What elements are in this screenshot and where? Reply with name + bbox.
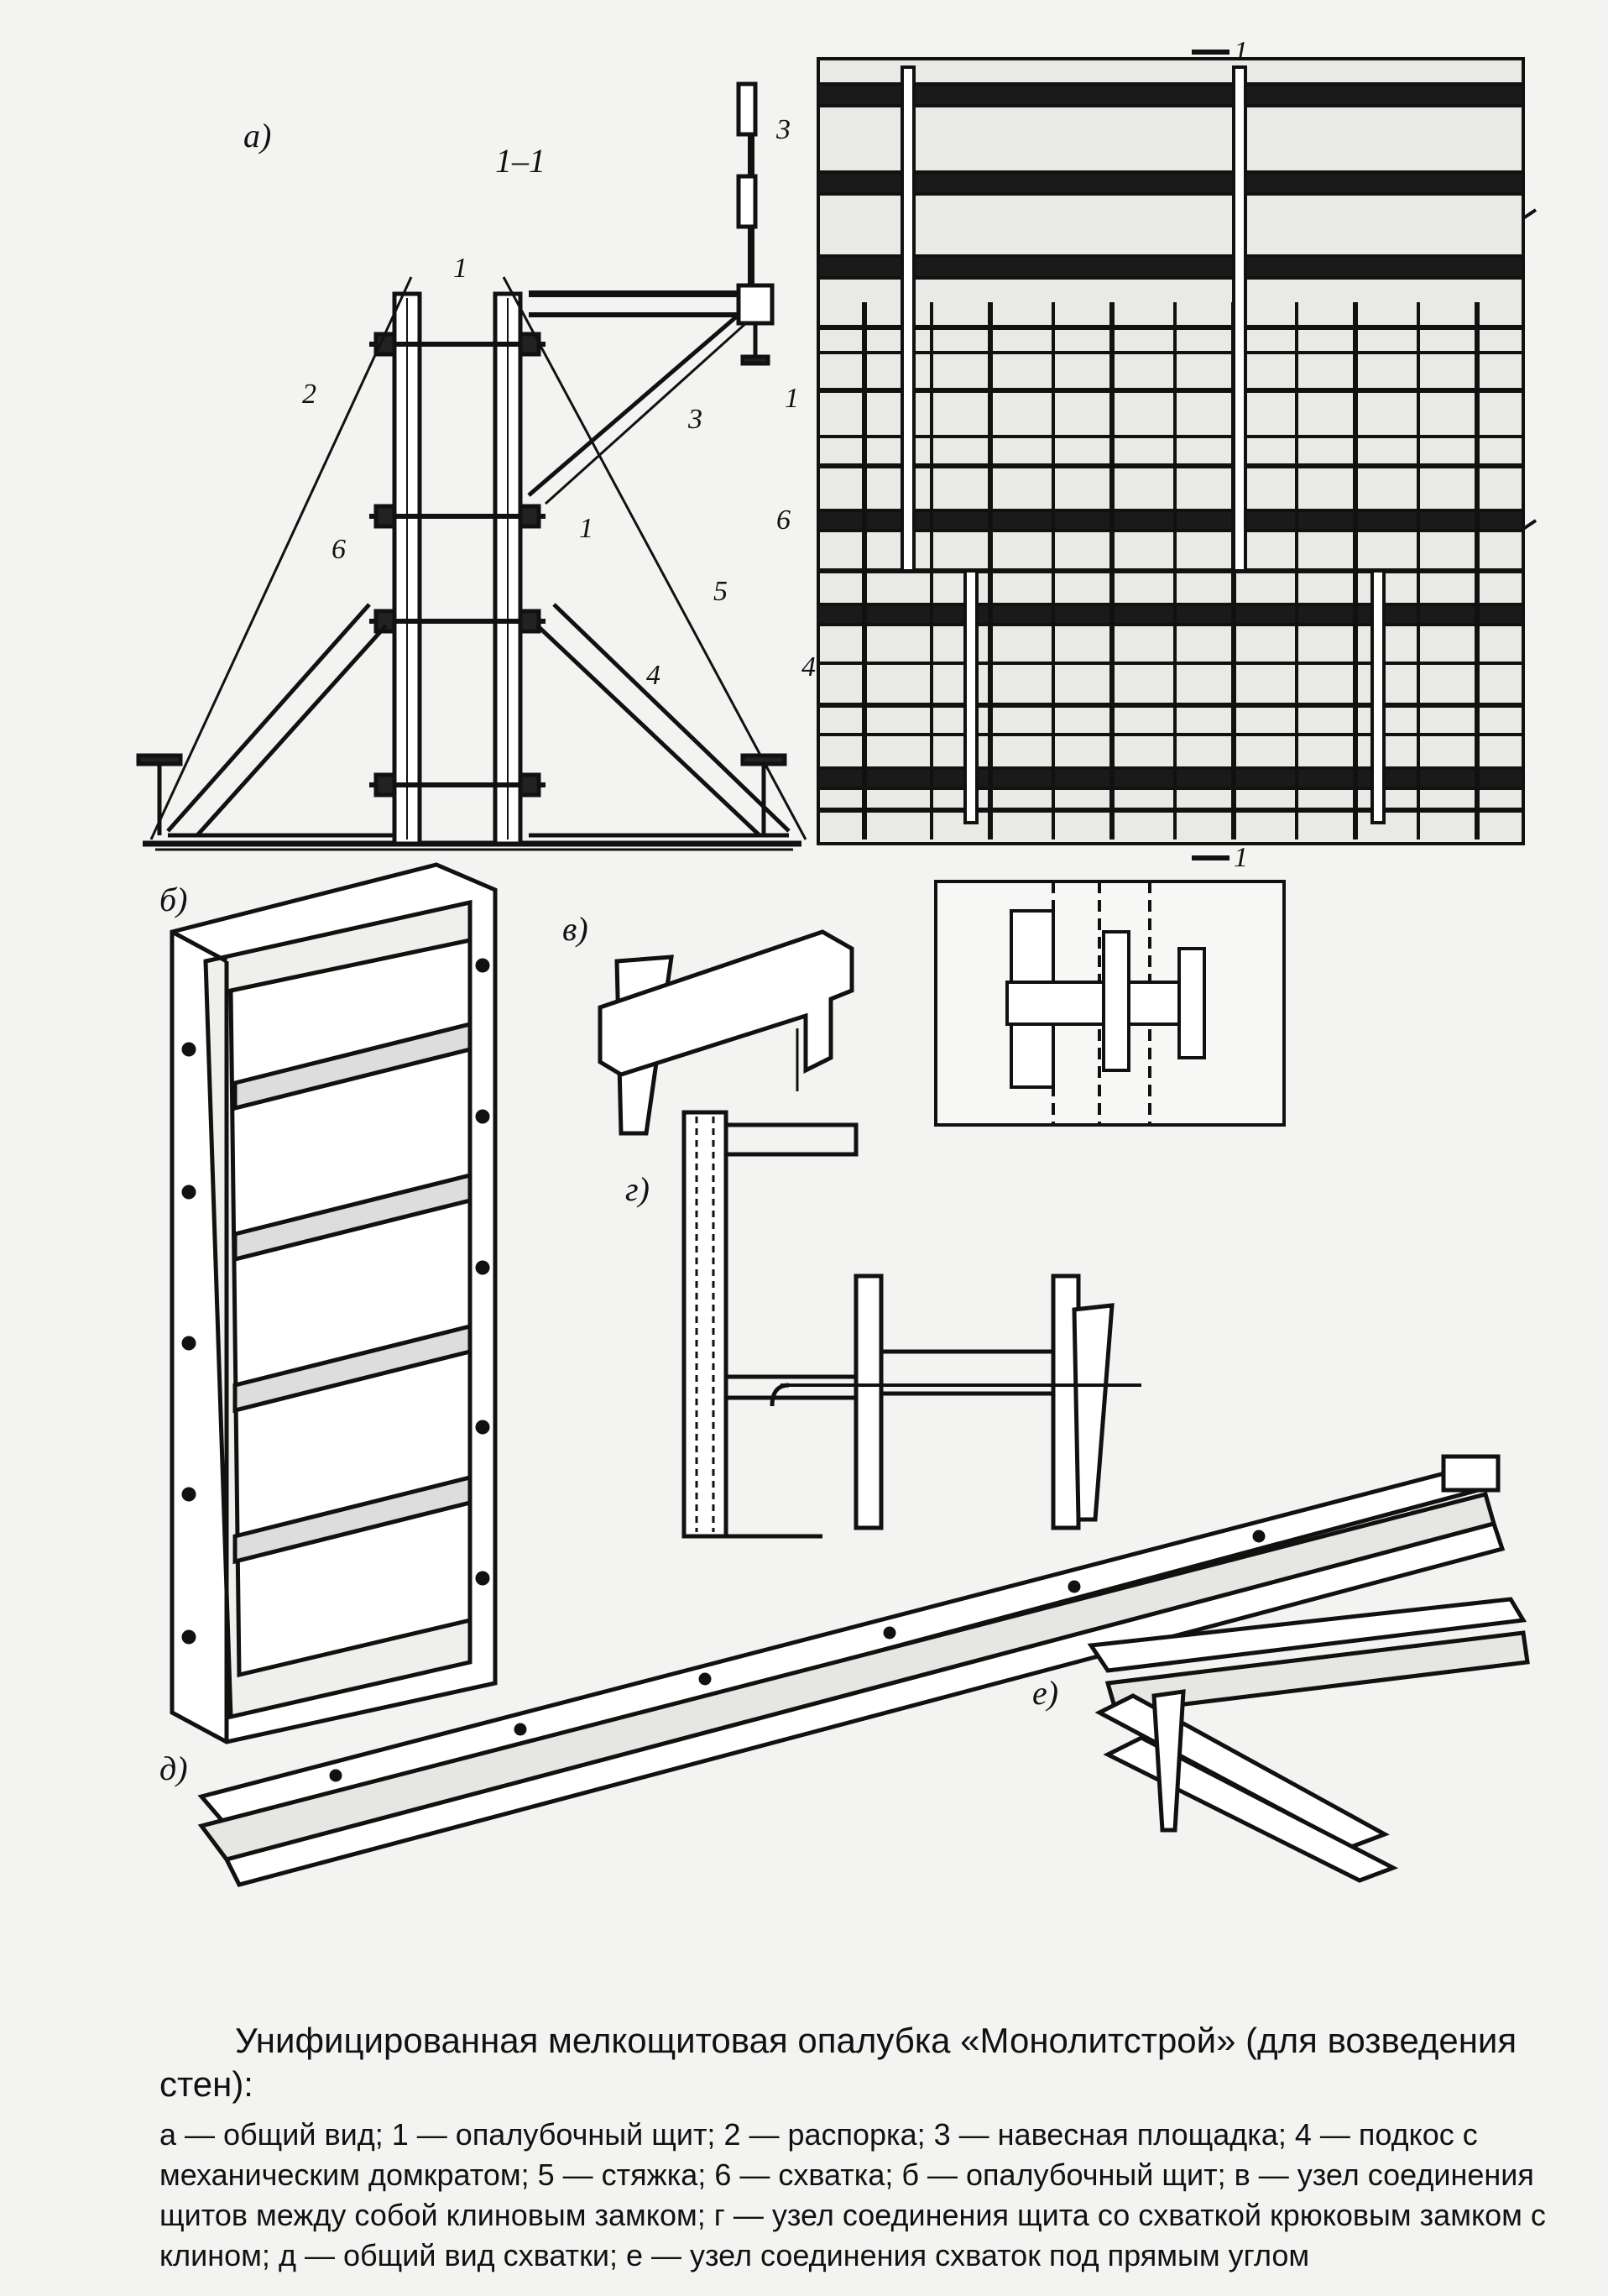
callout-1: 1 bbox=[453, 253, 467, 284]
waler-view bbox=[197, 1454, 1506, 1887]
label-b: б) bbox=[159, 881, 187, 918]
callout-3: 3 bbox=[687, 404, 702, 435]
label-a: а) bbox=[243, 117, 271, 154]
legend-item: 6 — схватка; bbox=[714, 2157, 894, 2192]
legend-item: 1 — опалубочный щит; bbox=[391, 2117, 716, 2152]
label-e: е) bbox=[1032, 1674, 1058, 1712]
callout-2: 2 bbox=[302, 379, 316, 410]
legend-item: 2 — распорка; bbox=[723, 2117, 926, 2152]
legend-item: в — узел соединения щитов между собой кл… bbox=[159, 2157, 1534, 2232]
legend-item: е — узел соединения схваток под прямым у… bbox=[626, 2238, 1310, 2272]
section-mark-top: 1 bbox=[1234, 36, 1248, 67]
legend-item: д — общий вид схватки; bbox=[278, 2238, 618, 2272]
legend-item: г — узел соединения щита со схваткой крю… bbox=[159, 2198, 1546, 2272]
callout-4-elevation: 4 bbox=[801, 651, 816, 683]
legend-item: 3 — навесная площадка; bbox=[933, 2117, 1287, 2152]
callout-1-section: 1 bbox=[579, 513, 593, 544]
callout-6-elevation: 6 bbox=[776, 505, 791, 536]
label-section-1-1: 1–1 bbox=[495, 142, 546, 180]
wedge-lock-detail bbox=[598, 929, 854, 1136]
section-mark-bottom: 1 bbox=[1234, 842, 1248, 873]
callout-5: 5 bbox=[713, 576, 728, 607]
callout-4: 4 bbox=[646, 660, 660, 691]
caption-legend: а — общий вид; 1 — опалубочный щит; 2 — … bbox=[159, 2115, 1553, 2276]
section-view-1-1 bbox=[136, 81, 807, 851]
legend-item: б — опалубочный щит; bbox=[901, 2157, 1226, 2192]
legend-item: 4 — подкос с механическим домкратом; bbox=[159, 2117, 1478, 2192]
label-v: в) bbox=[562, 910, 588, 948]
hook-lock-detail bbox=[681, 1110, 1141, 1539]
formwork-panel-view bbox=[170, 862, 498, 1744]
callout-1-elevation: 1 bbox=[785, 383, 799, 414]
label-d: д) bbox=[159, 1749, 188, 1787]
waler-corner-detail bbox=[1087, 1597, 1530, 1883]
legend-item: 5 — стяжка; bbox=[537, 2157, 707, 2192]
figure-caption: Унифицированная мелкощитовая опалубка «М… bbox=[159, 2019, 1553, 2276]
callout-3-elevation: 3 bbox=[775, 114, 791, 145]
legend-item: а — общий вид; bbox=[159, 2117, 384, 2152]
wedge-lock-plan bbox=[934, 880, 1286, 1127]
label-g: г) bbox=[625, 1170, 650, 1208]
caption-title: Унифицированная мелкощитовая опалубка «М… bbox=[159, 2021, 1517, 2104]
callout-6: 6 bbox=[332, 534, 346, 565]
elevation-view bbox=[817, 50, 1538, 860]
